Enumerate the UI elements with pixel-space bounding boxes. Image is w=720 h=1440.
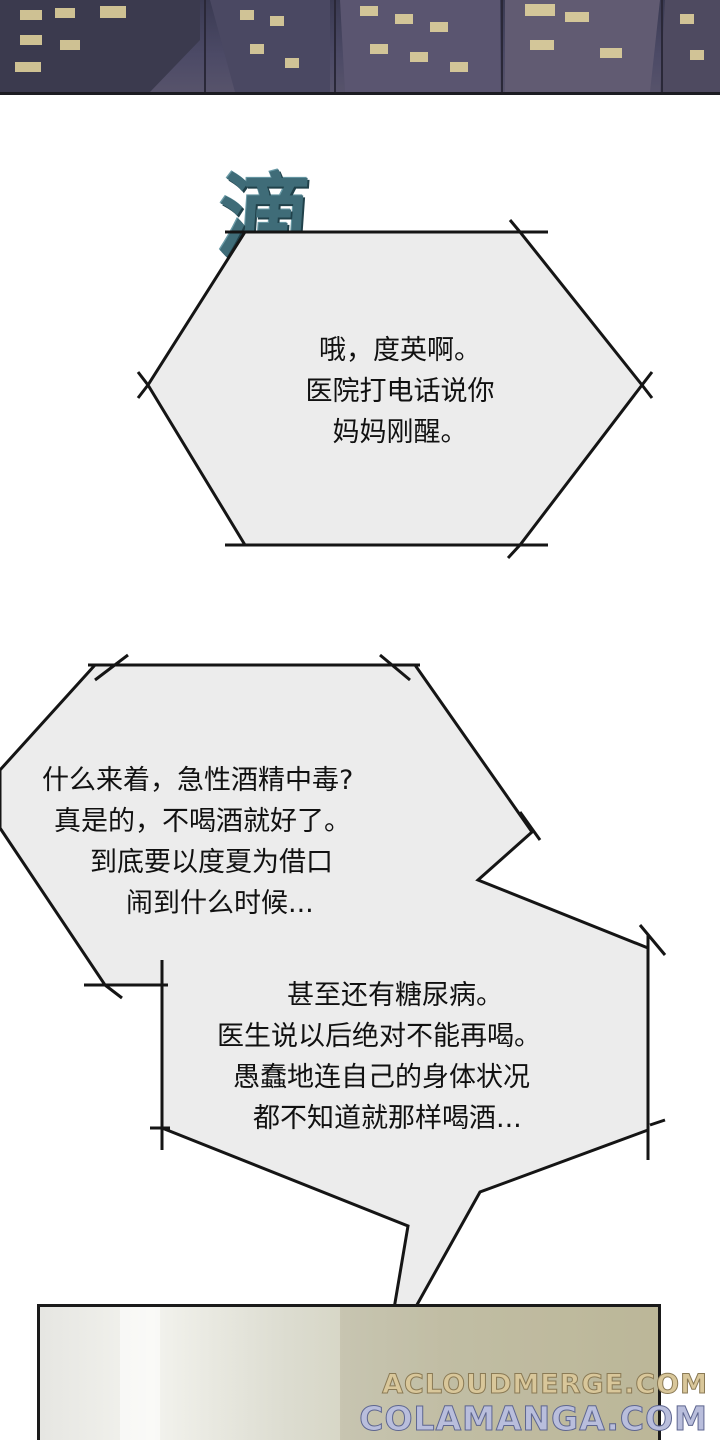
bubble-3-line-1: 甚至还有糖尿病。	[287, 980, 503, 1011]
bubble-2-line-3: 到底要以度夏为借口	[90, 847, 333, 878]
wall-shade	[340, 1307, 658, 1440]
bubble-3-text: 甚至还有糖尿病。 医生说以后绝对不能再喝。 愚蠢地连自己的身体状况 都不知道就那…	[195, 975, 645, 1139]
watermark-acloudmerge: ACLOUDMERGE.COM	[382, 1369, 708, 1401]
bubble-2-text: 什么来着，急性酒精中毒? 真是的，不喝酒就好了。 到底要以度夏为借口 闹到什么时…	[20, 760, 460, 924]
watermark-colamanga: COLAMANGA.COM	[359, 1399, 708, 1439]
bubble-1-line-3: 妈妈刚醒。	[332, 417, 468, 448]
bubble-2-line-4: 闹到什么时候...	[126, 888, 314, 919]
bubble-3-line-2: 医生说以后绝对不能再喝。	[217, 1021, 541, 1052]
bubble-1-text: 哦，度英啊。 医院打电话说你 妈妈刚醒。	[250, 330, 550, 453]
bubble-3-line-3: 愚蠢地连自己的身体状况	[233, 1062, 530, 1093]
city-buildings-illustration	[0, 0, 720, 92]
bubble-1-overshoot-lines	[136, 219, 654, 560]
interior-scene-panel	[37, 1304, 661, 1440]
bubble-1-line-2: 医院打电话说你	[305, 376, 495, 407]
bubble-1-line-1: 哦，度英啊。	[319, 335, 481, 366]
bubble-2-3-overshoot-lines	[84, 653, 667, 1160]
bubble-2-line-1: 什么来着，急性酒精中毒?	[42, 765, 354, 796]
bubble-3-line-4: 都不知道就那样喝酒...	[253, 1103, 522, 1134]
window-light	[120, 1307, 160, 1440]
city-night-panel	[0, 0, 720, 95]
bubble-2-line-2: 真是的，不喝酒就好了。	[54, 806, 351, 837]
